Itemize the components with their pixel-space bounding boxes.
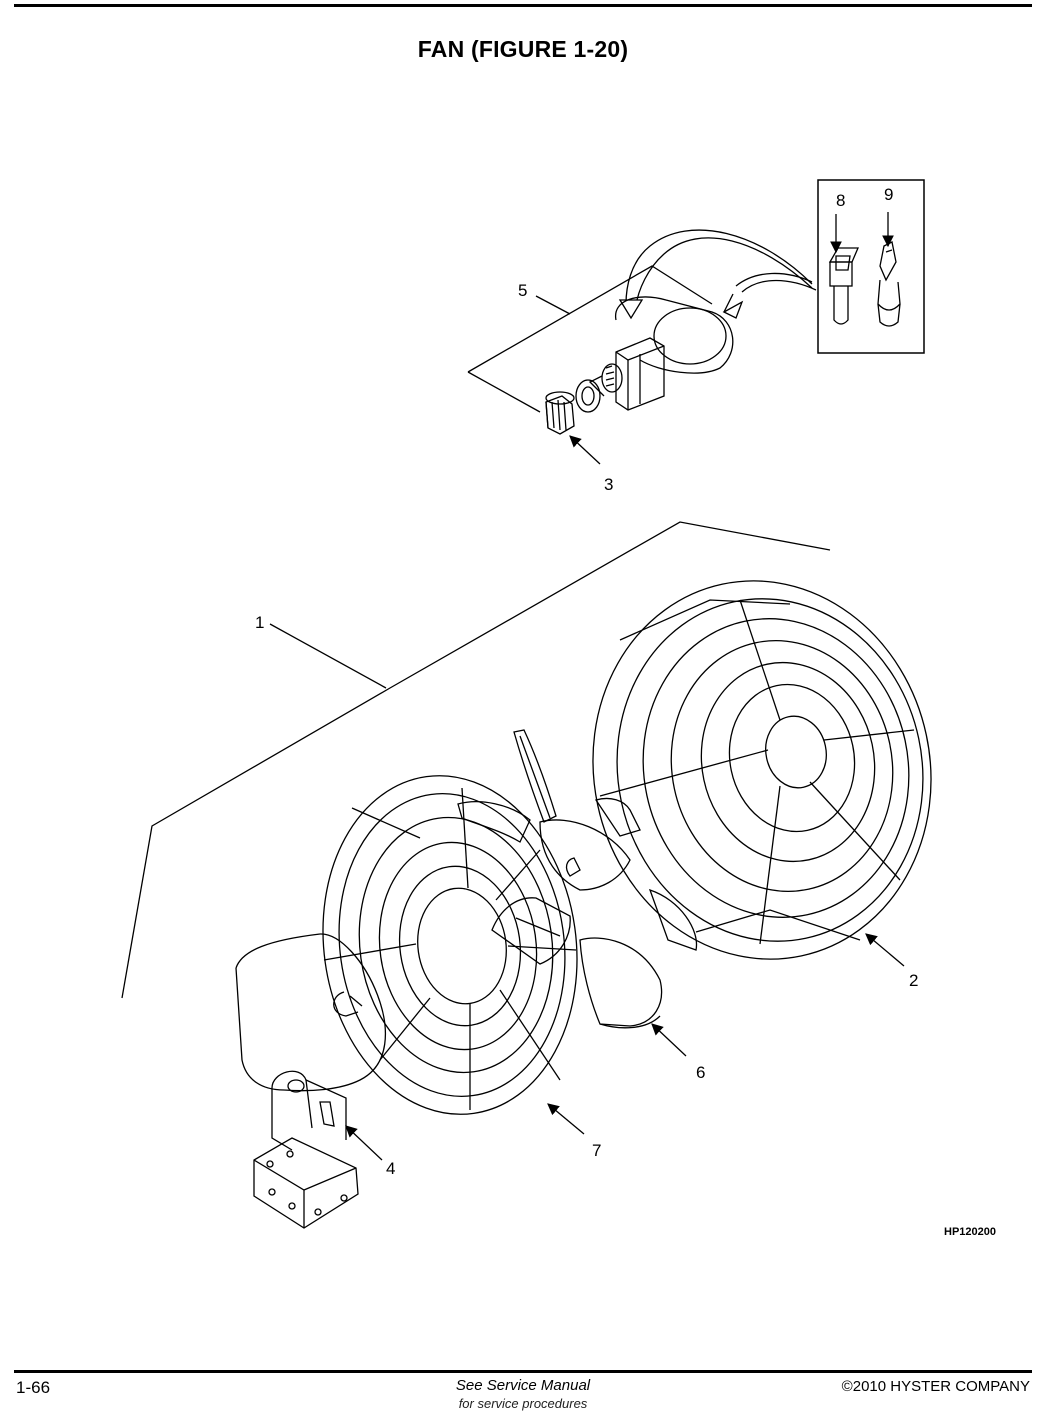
- footer-note-main: See Service Manual: [455, 1377, 591, 1394]
- bottom-rule: [14, 1370, 1032, 1373]
- rear-guard: [592, 580, 932, 960]
- male-terminal-icon: [877, 241, 901, 327]
- mounting-bracket: [253, 1070, 359, 1229]
- inset-pointer-arrows: [618, 229, 817, 320]
- callout-3: 3: [604, 475, 613, 494]
- terminal-inset: [817, 179, 925, 354]
- callout-6: 6: [696, 1063, 705, 1082]
- front-guard: [322, 775, 578, 1115]
- top-rule: [14, 4, 1032, 7]
- copyright: ©2010 HYSTER COMPANY: [841, 1378, 1030, 1395]
- switch-assembly: [545, 296, 734, 435]
- motor: [235, 933, 387, 1092]
- footer-note-sub: for service procedures: [458, 1396, 588, 1411]
- callout-9: 9: [884, 185, 893, 204]
- callout-4: 4: [386, 1159, 395, 1178]
- fan-blade: [457, 729, 698, 1029]
- female-terminal-icon: [828, 247, 859, 325]
- callout-5: 5: [518, 281, 527, 300]
- callout-7: 7: [592, 1141, 601, 1160]
- callout-2: 2: [909, 971, 918, 990]
- figure-code: HP120200: [944, 1226, 996, 1238]
- callout-1: 1: [255, 613, 264, 632]
- page-number: 1-66: [16, 1378, 51, 1397]
- callout-8: 8: [836, 191, 845, 210]
- page-title: FAN (FIGURE 1-20): [417, 36, 629, 62]
